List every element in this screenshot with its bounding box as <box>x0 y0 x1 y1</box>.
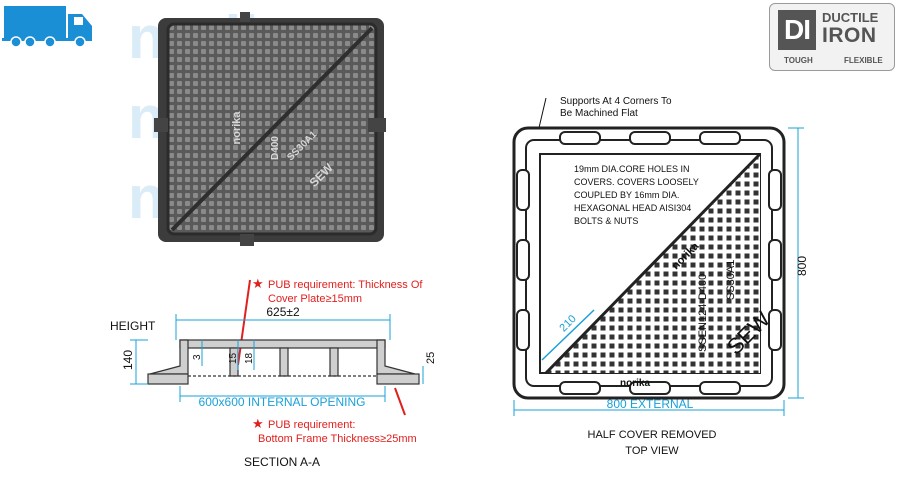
dim-140-text: 140 <box>121 350 135 370</box>
top-view-drawing: Supports At 4 Corners To Be Machined Fla… <box>512 96 809 457</box>
cover-marking: norika <box>231 111 243 145</box>
pub-bottom-arrow <box>394 387 406 416</box>
dim-800-text: 800 <box>795 256 809 276</box>
note-line: BOLTS & NUTS <box>574 216 638 226</box>
note-line: COVERS. COVERS LOOSELY <box>574 177 699 187</box>
note-line: HEXAGONAL HEAD AISI304 <box>574 203 691 213</box>
badge-word-ductile: DUCTILE <box>822 10 879 25</box>
frame-brand: norika <box>620 378 650 389</box>
dim-18-text: 18 <box>244 352 255 364</box>
di-logo-mark: DI <box>778 10 816 50</box>
frame-slots <box>516 131 782 395</box>
cover-marking: D400 <box>270 136 281 160</box>
section-a-a-drawing: ★ PUB requirement: Thickness Of Cover Pl… <box>110 276 437 469</box>
manhole-cover-photo: norika norika norika norika SS30A1 SEW D… <box>128 8 386 246</box>
pub-top-line2: Cover Plate≥15mm <box>268 293 362 305</box>
dim-line-210 <box>541 309 595 361</box>
pub-bottom-line1: PUB requirement: <box>268 419 355 431</box>
badge-tag-tough: TOUGH <box>784 56 813 65</box>
supports-line2: Be Machined Flat <box>560 108 638 119</box>
dim-15-text: 15 <box>228 352 239 364</box>
star-icon: ★ <box>252 276 264 291</box>
star-icon: ★ <box>252 416 264 431</box>
top-view-title-line2: TOP VIEW <box>625 445 679 457</box>
dim-625-text: 625±2 <box>266 305 300 319</box>
top-view-title-line1: HALF COVER REMOVED <box>588 429 717 441</box>
external-text: 800 EXTERNAL <box>607 397 694 411</box>
note-line: 19mm DIA.CORE HOLES IN <box>574 164 690 174</box>
pub-top-line1: PUB requirement: Thickness Of <box>268 279 423 291</box>
dim-25-text: 25 <box>425 352 437 364</box>
section-profile <box>147 339 420 385</box>
pub-bottom-line2: Bottom Frame Thickness≥25mm <box>258 433 417 445</box>
opening-text: 600x600 INTERNAL OPENING <box>199 395 366 409</box>
note-line: COUPLED BY 16mm DIA. <box>574 190 679 200</box>
badge-word-iron: IRON <box>822 24 877 47</box>
cover-text-ss30a1: SS30A1 <box>725 260 737 300</box>
section-title: SECTION A-A <box>244 455 320 469</box>
dim-3-text: 3 <box>192 354 203 360</box>
pub-top-arrow <box>237 279 251 366</box>
badge-tag-flexible: FLEXIBLE <box>844 56 883 65</box>
ductile-iron-badge: DI DUCTILE IRON TOUGH FLEXIBLE <box>769 3 895 71</box>
cover-text-ssen: SSEN124-D400 <box>697 274 709 352</box>
truck-icon <box>2 6 92 48</box>
height-label: HEIGHT <box>110 319 156 333</box>
supports-line1: Supports At 4 Corners To <box>560 96 672 107</box>
